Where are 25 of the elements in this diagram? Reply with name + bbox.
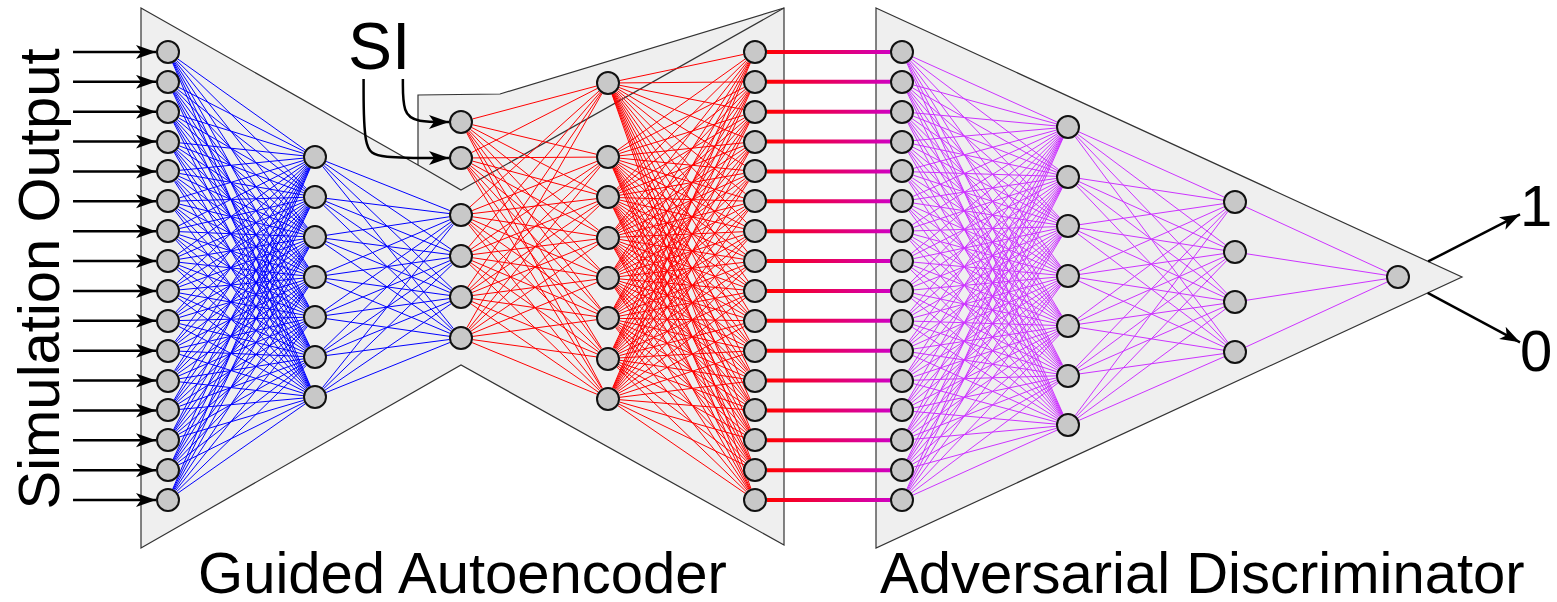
text-label: 1: [1520, 177, 1553, 235]
arrow: [73, 224, 156, 239]
section-title: Guided Autoencoder: [197, 546, 728, 600]
arrow: [1427, 213, 1521, 263]
arrow: [73, 74, 156, 89]
arrow: [73, 164, 156, 179]
arrow: [73, 463, 156, 478]
arrow: [73, 373, 156, 388]
arrow: [401, 79, 449, 129]
text-label: SI: [348, 13, 411, 79]
arrow: [73, 134, 156, 149]
section-title: Adversarial Discriminator: [880, 546, 1525, 600]
arrow: [73, 433, 156, 448]
arrow: [1427, 291, 1521, 344]
arrow: [73, 493, 156, 508]
arrow: [73, 254, 156, 269]
arrow: [73, 313, 156, 328]
arrow: [73, 45, 156, 59]
arrow: [73, 104, 156, 119]
arrow: [73, 343, 156, 358]
arrow: [362, 79, 449, 165]
arrow: [73, 283, 156, 298]
arrow: [73, 194, 156, 209]
text-label: 0: [1520, 322, 1553, 380]
arrow: [73, 403, 156, 418]
